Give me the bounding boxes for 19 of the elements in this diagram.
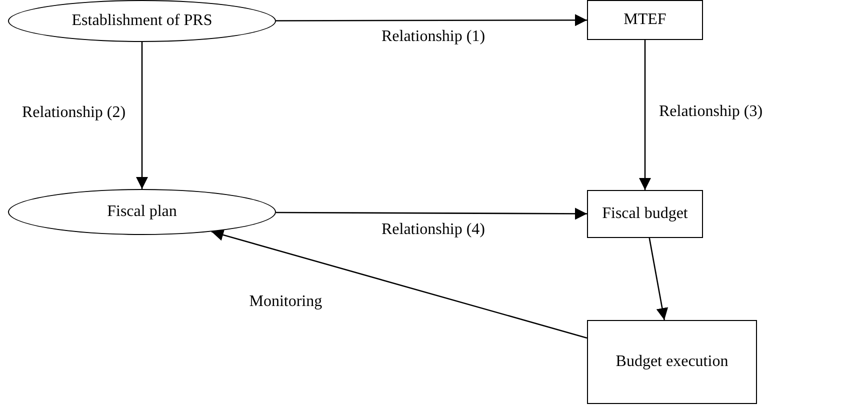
node-label: Fiscal plan — [107, 203, 177, 221]
node-label: Fiscal budget — [602, 205, 688, 223]
edge-label: Relationship (3) — [659, 103, 763, 121]
process-box — [587, 0, 703, 40]
node-label: MTEF — [624, 11, 666, 29]
arrow — [639, 40, 651, 190]
edge-label: Relationship (1) — [381, 28, 486, 46]
edge-label: Relationship (2) — [22, 104, 126, 122]
node-label: Budget execution — [616, 353, 728, 371]
arrow — [648, 238, 668, 320]
process-box — [587, 190, 703, 238]
node-label: Establishment of PRS — [72, 12, 212, 30]
arrow — [136, 42, 148, 189]
arrow — [276, 14, 587, 26]
arrow — [276, 208, 587, 220]
edge-label: Relationship (4) — [381, 221, 486, 240]
process-box — [587, 320, 757, 404]
arrow — [211, 229, 588, 339]
edge-label: Monitoring — [249, 292, 322, 311]
